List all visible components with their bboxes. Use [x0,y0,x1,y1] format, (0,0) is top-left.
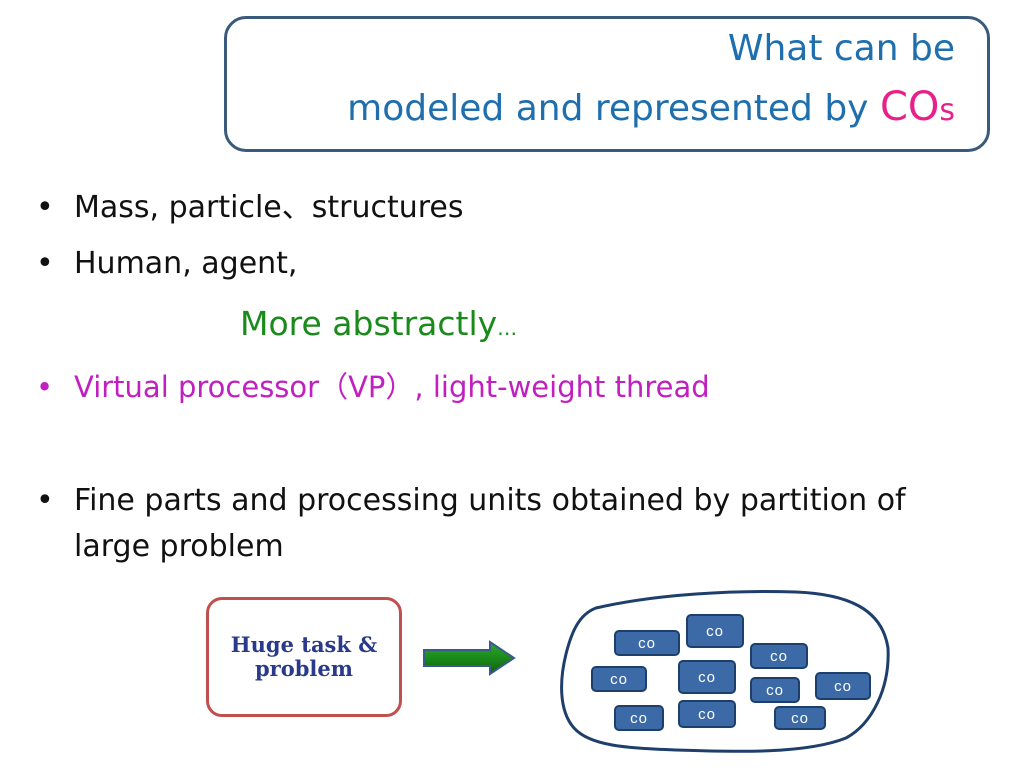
title-line-1: What can be [727,28,955,69]
bullet-item-fine-parts-continued: large problem [36,526,284,568]
co-cloud-container [560,590,890,753]
bullet-item-fine-parts: • Fine parts and processing units obtaine… [36,480,906,522]
co-box: co [678,660,736,694]
title-line-2-text: modeled and represented by [347,88,880,129]
bullet-list: • Mass, particle、structures • Human, agent… [36,187,906,568]
co-label: co [766,681,784,699]
co-box: co [750,643,808,669]
title-co-suffix: s [939,93,955,128]
co-label: co [698,668,716,686]
co-box: co [815,672,871,700]
bullet-text: Virtual processor（VP）, light-weight thre… [74,370,710,404]
co-label: co [698,705,716,723]
co-label: co [706,622,724,640]
title-co-accent: CO [879,84,940,130]
abstract-heading: More abstractly… [240,304,517,343]
co-box: co [686,614,744,648]
co-box: co [614,630,680,656]
title-line-2: modeled and represented by COs [347,85,955,133]
co-box: co [678,700,736,728]
co-label: co [791,709,809,727]
co-box: co [750,677,800,703]
bullet-text: Fine parts and processing units obtained… [74,483,906,518]
bullet-text: Mass, particle、structures [74,190,464,225]
right-arrow-icon [423,640,516,676]
bullet-item-virtual-processor: • Virtual processor（VP）, light-weight thr… [36,366,710,408]
co-label: co [610,670,628,688]
co-label: co [834,677,852,695]
bullet-dot: • [36,246,54,281]
title-box: What can be modeled and represented by C… [224,16,990,152]
bullet-text: large problem [74,529,284,564]
abstract-text: More abstractly [240,304,498,343]
abstract-ellipsis: … [497,316,518,340]
co-box: co [591,666,647,692]
co-box: co [614,705,664,731]
co-label: co [630,709,648,727]
bullet-dot: • [36,370,54,404]
bullet-item-human: • Human, agent, [36,243,297,285]
bullet-dot: • [36,483,54,518]
co-label: co [638,634,656,652]
huge-task-box: Huge task & problem [206,597,402,717]
bullet-dot: • [36,190,54,225]
co-box: co [774,706,826,730]
co-label: co [770,647,788,665]
huge-task-label: Huge task & problem [230,632,378,681]
bullet-text: Human, agent, [74,246,298,281]
bullet-item-mass: • Mass, particle、structures [36,187,464,229]
